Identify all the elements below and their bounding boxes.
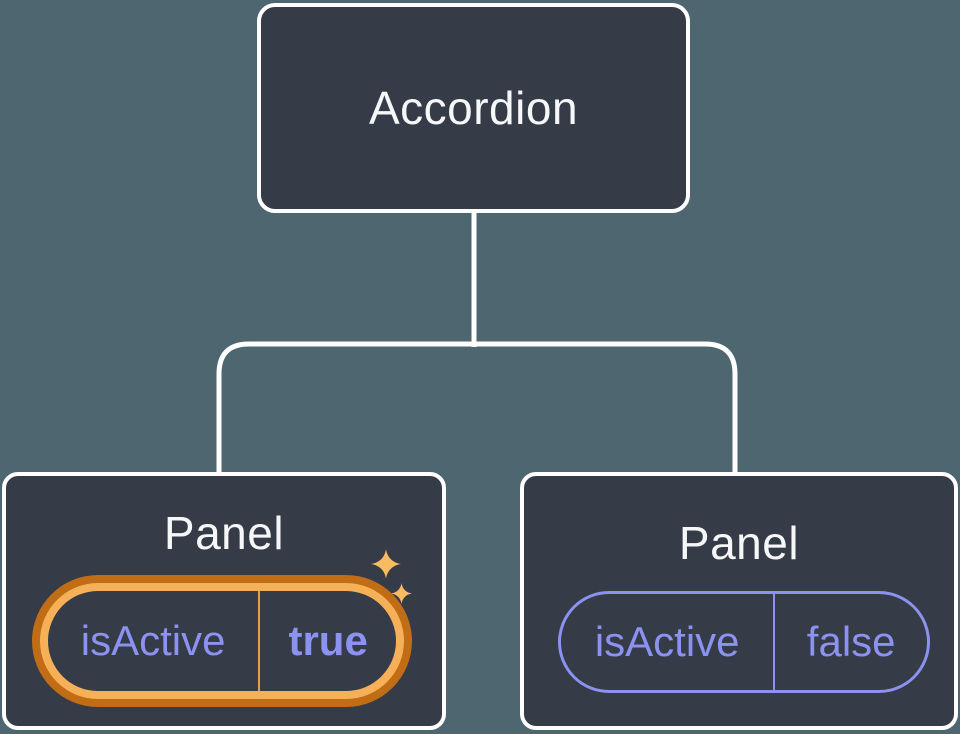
state-pill: isActive true [48, 591, 396, 691]
state-name-cell: isActive [48, 591, 261, 691]
sparkle-icon [391, 583, 412, 604]
state-value-cell: false [775, 594, 927, 690]
state-name: isActive [80, 617, 226, 664]
node-accordion-label: Accordion [368, 82, 579, 134]
sparkle-icon [371, 549, 401, 579]
state-value: false [806, 618, 896, 665]
state-name-cell: isActive [561, 594, 776, 690]
state-pill-highlighted: isActive true [32, 575, 412, 707]
state-pill-highlight-ring: isActive true [40, 583, 404, 699]
state-value: true [288, 617, 368, 664]
connector-branch [216, 341, 738, 474]
state-name: isActive [594, 618, 740, 665]
node-panel-inactive: Panel isActive false [520, 472, 958, 730]
state-pill: isActive false [558, 591, 930, 693]
node-panel-label: Panel [163, 507, 285, 559]
node-panel-label: Panel [678, 517, 800, 569]
node-accordion: Accordion [257, 3, 690, 213]
node-panel-active: Panel isActive true [2, 472, 446, 730]
state-value-cell: true [260, 591, 396, 691]
